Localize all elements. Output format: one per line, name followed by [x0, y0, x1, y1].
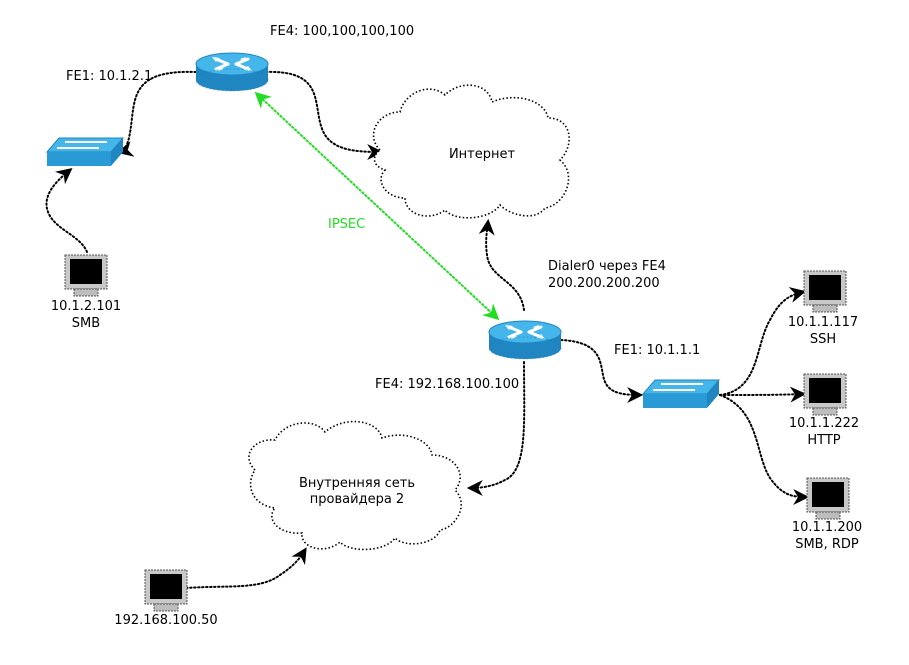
link-router-bottom-switch-right — [560, 339, 644, 403]
host-provider-pc-ip: 192.168.100.50 — [114, 613, 217, 628]
switch-right[interactable] — [642, 379, 720, 409]
host-left-smb[interactable] — [64, 254, 108, 297]
router-top-fe4-label: FE4: 100,100,100,100 — [270, 24, 414, 39]
link-switch-right-rdp — [719, 394, 810, 505]
computer-icon — [803, 373, 847, 416]
host-left-ip: 10.1.2.101 — [51, 299, 121, 314]
switch-icon — [642, 379, 720, 409]
router-icon — [487, 320, 563, 360]
cloud-provider-label-line1: Внутренняя сеть — [299, 476, 415, 491]
router-bottom[interactable] — [487, 320, 563, 360]
router-bottom-dialer-line1: Dialer0 через FE4 — [548, 259, 666, 274]
host-rdp[interactable] — [806, 477, 850, 520]
router-icon — [194, 52, 270, 92]
router-bottom-fe1-label: FE1: 10.1.1.1 — [614, 343, 700, 358]
host-http[interactable] — [803, 373, 847, 416]
host-http-role: HTTP — [807, 433, 840, 448]
switch-icon — [46, 137, 124, 167]
link-router-bottom-internet — [478, 218, 525, 311]
host-left-role: SMB — [72, 316, 100, 331]
link-switch-right-ssh — [719, 287, 807, 396]
computer-icon — [144, 569, 188, 612]
computer-icon — [803, 270, 847, 313]
host-provider-pc[interactable] — [144, 569, 188, 612]
host-rdp-ip: 10.1.1.200 — [792, 520, 862, 535]
links — [45, 70, 810, 589]
host-ssh-role: SSH — [810, 332, 836, 347]
router-top-fe1-label: FE1: 10.1.2.1 — [66, 69, 152, 84]
host-rdp-role: SMB, RDP — [795, 537, 859, 552]
host-ssh-ip: 10.1.1.117 — [788, 315, 858, 330]
host-ssh[interactable] — [803, 270, 847, 313]
cloud-internet-label: Интернет — [449, 147, 516, 162]
cloud-internet: Интернет — [372, 84, 570, 219]
link-router-top-switch-left — [116, 70, 197, 157]
ipsec-label: IPSEC — [328, 217, 365, 232]
link-router-bottom-provider — [466, 361, 526, 496]
computer-icon — [64, 254, 108, 297]
router-top[interactable] — [194, 52, 270, 92]
link-router-top-internet — [265, 70, 384, 160]
link-host-left-switch-left — [45, 168, 88, 253]
router-bottom-dialer-line2: 200.200.200.200 — [548, 276, 660, 291]
link-switch-right-http — [719, 386, 807, 403]
switch-left[interactable] — [46, 137, 124, 167]
computer-icon — [806, 477, 850, 520]
link-ipsec-tunnel — [254, 91, 500, 321]
cloud-provider: Внутренняя сеть провайдера 2 — [248, 420, 462, 551]
router-bottom-fe4-label: FE4: 192.168.100.100 — [375, 377, 519, 392]
host-http-ip: 10.1.1.222 — [789, 416, 859, 431]
link-provider-pc-provider — [185, 547, 307, 589]
cloud-provider-label-line2: провайдера 2 — [310, 492, 404, 507]
